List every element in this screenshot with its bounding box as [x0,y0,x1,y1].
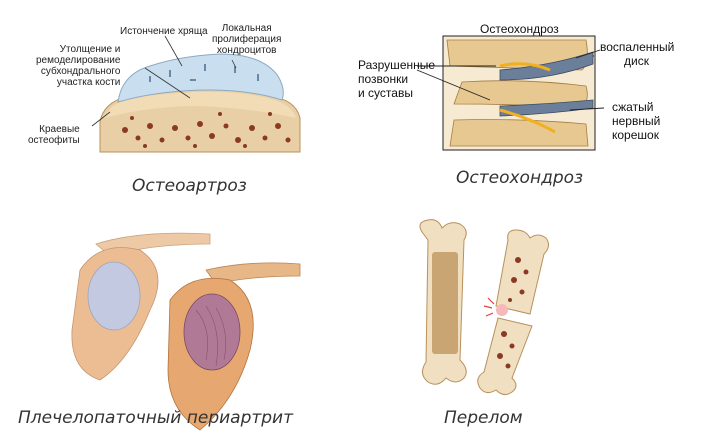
label-osteophytes-line2: остеофиты [28,135,80,146]
broken-bone [477,229,550,396]
compressed-disc [499,99,594,117]
fracture-panel: Перелом [380,210,711,444]
label-proliferation-line1: Локальная [221,23,272,34]
caption-osteochondrosis: Остеохондроз [456,168,584,188]
shoulder-back [71,232,211,381]
label-osteophytes-line1: Краевые [39,124,80,135]
intact-bone [419,219,467,385]
label-destroyed-line2: позвонки [358,72,409,86]
label-destroyed-vertebrae: Разрушенные позвонки и суставы [358,58,435,100]
label-proliferation-line3: хондроцитов [216,45,277,56]
label-nerve-line1: сжатый [612,100,654,114]
caption-periarthritis: Плечелопаточный периартрит [18,408,294,428]
caption-fracture: Перелом [444,408,523,428]
nerve-roots [499,62,556,134]
osteoarthrosis-panel: Истончение хряща Локальная пролиферация … [0,0,320,200]
osteochondrosis-title: Остеохондроз [480,22,559,36]
osteochondrosis-panel: Остеохондроз Разрушенные позвонки и суст… [350,0,711,200]
label-thickening-line2: ремоделирование [36,55,121,66]
label-proliferation: Локальная пролиферация хондроцитов [212,23,281,56]
osteochondrosis-illustration [416,35,605,151]
fracture-illustration [419,219,550,396]
vertebrae [446,39,589,147]
label-thickening-line1: Утолщение и [59,44,121,55]
caption-osteoarthrosis: Остеоартроз [132,176,247,196]
label-thickening-line4: участка кости [56,77,121,88]
label-thickening-line3: субхондрального [40,66,121,77]
label-inflamed-line2: диск [624,54,649,68]
label-inflamed-disc: воспаленный диск [600,40,674,68]
joint-capsule-blue [87,261,141,331]
label-proliferation-line2: пролиферация [212,34,282,45]
periarthritis-illustration [71,232,301,431]
chondrocytes [149,64,259,82]
osteoarthrosis-illustration [91,35,301,153]
label-osteophytes: Краевые остеофиты [28,124,80,146]
label-destroyed-line3: и суставы [358,86,413,100]
label-nerve-line2: нервный [612,114,661,128]
label-destroyed-line1: Разрушенные [358,58,436,72]
cartilage-layer [117,53,284,103]
label-cartilage-thinning: Истончение хряща [120,26,208,37]
shoulder-front [167,262,301,431]
subchondral-layer [104,91,296,118]
joint-capsule-purple [183,293,241,371]
label-nerve-line3: корешок [612,128,659,142]
label-thickening: Утолщение и ремоделирование субхондральн… [36,44,120,88]
label-inflamed-line1: воспаленный [600,40,675,54]
label-compressed-nerve: сжатый нервный корешок [612,100,660,142]
marrow-spots [122,112,291,148]
fracture-site [483,297,508,317]
periarthritis-panel: Плечелопаточный периартрит [0,210,360,444]
